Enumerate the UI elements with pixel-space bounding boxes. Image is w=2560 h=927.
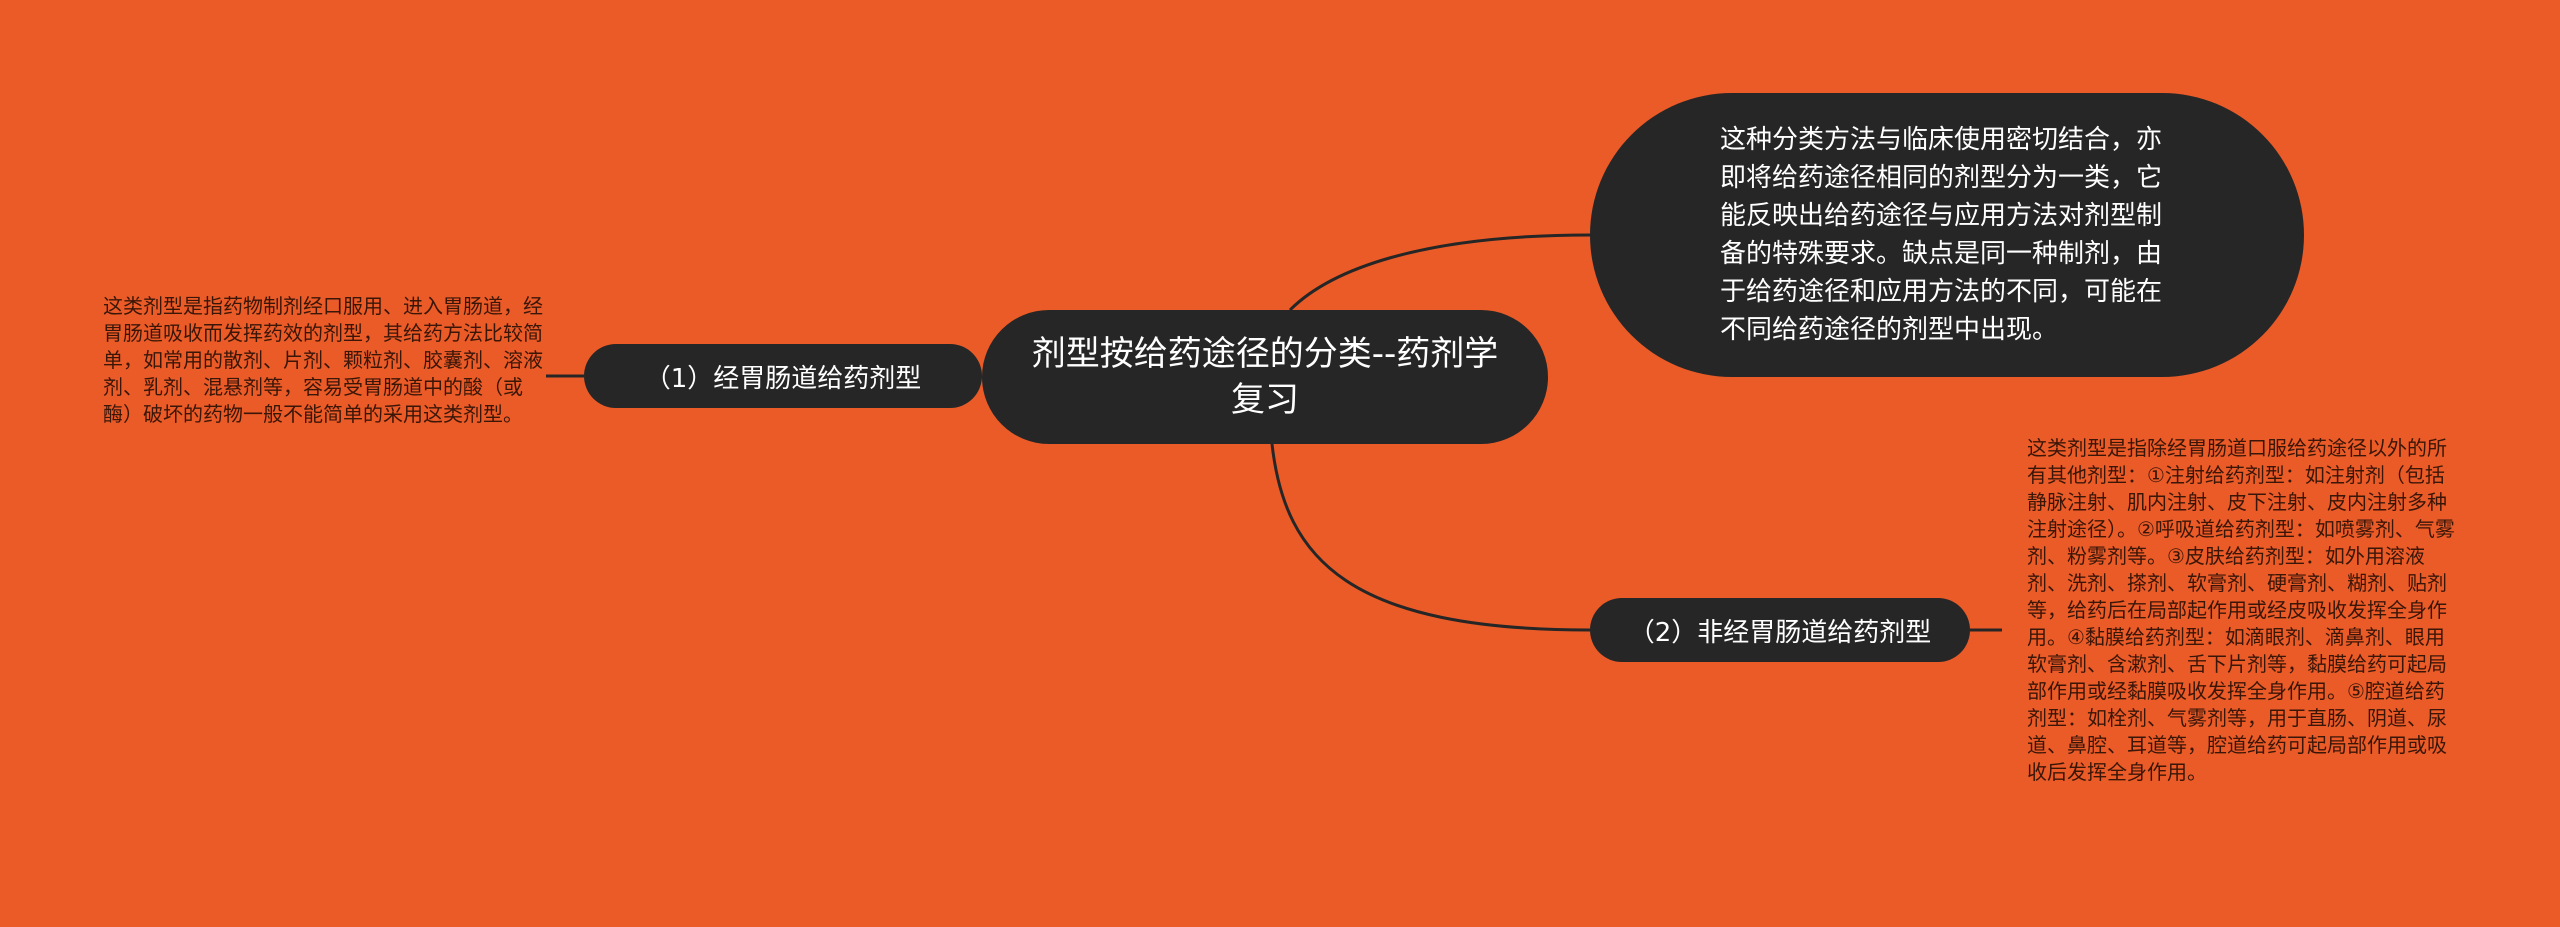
link-central-overview: [1288, 233, 1591, 312]
branch-oral-gi[interactable]: （1）经胃肠道给药剂型: [584, 344, 982, 408]
link-central-branch2: [1270, 443, 1591, 632]
branch-non-gi-label: （2）非经胃肠道给药剂型: [1628, 617, 1932, 648]
branch-non-gi[interactable]: （2）非经胃肠道给药剂型: [1590, 598, 1970, 662]
detail-oral-gi: 这类剂型是指药物制剂经口服用、进入胃肠道，经胃肠道吸收而发挥药效的剂型，其给药方…: [103, 294, 543, 426]
central-topic[interactable]: 剂型按给药途径的分类--药剂学复习: [982, 310, 1548, 444]
central-topic-label: 剂型按给药途径的分类--药剂学复习: [1031, 334, 1499, 420]
detail-non-gi: 这类剂型是指除经胃肠道口服给药途径以外的所有其他剂型：①注射给药剂型：如注射剂（…: [2027, 436, 2455, 784]
overview-node[interactable]: 这种分类方法与临床使用密切结合，亦即将给药途径相同的剂型分为一类，它能反映出给药…: [1590, 93, 2304, 377]
overview-text: 这种分类方法与临床使用密切结合，亦即将给药途径相同的剂型分为一类，它能反映出给药…: [1720, 125, 2163, 345]
branch-oral-gi-label: （1）经胃肠道给药剂型: [644, 363, 922, 394]
